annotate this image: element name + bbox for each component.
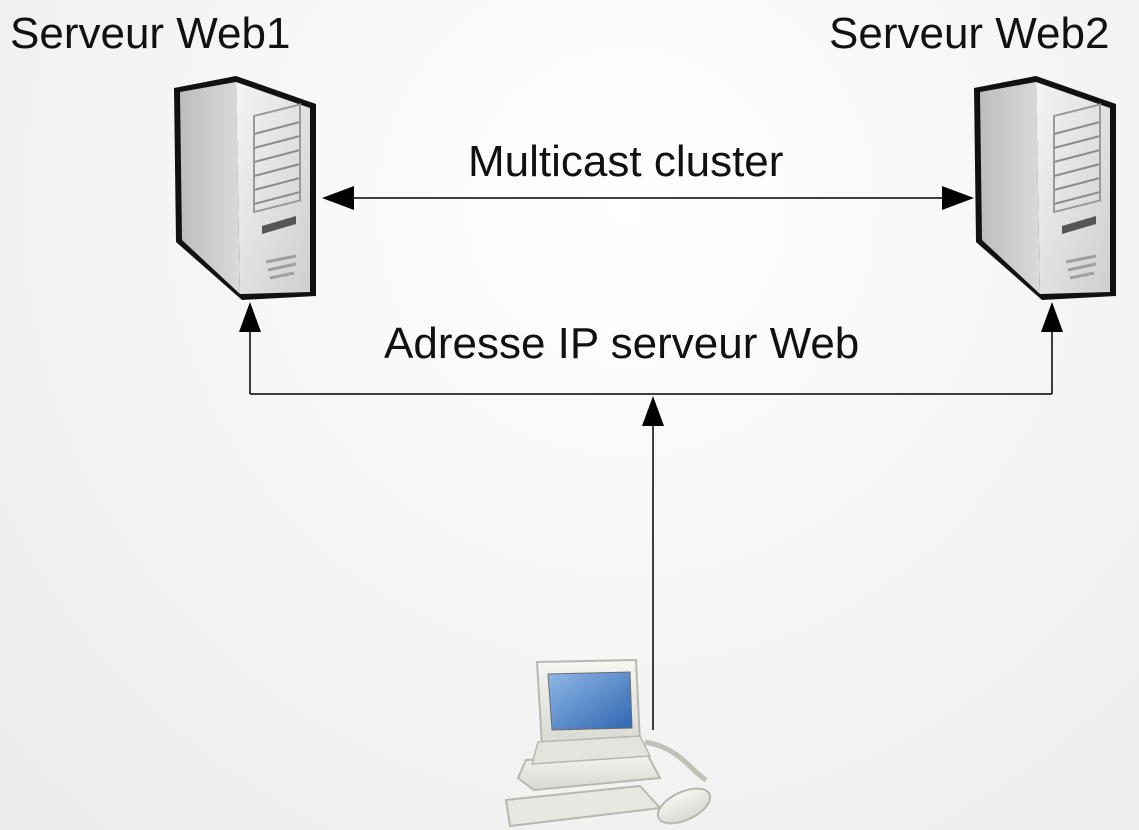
cluster-edge xyxy=(322,186,974,210)
arrowhead-server2 xyxy=(1041,302,1063,332)
client-edge-label: Adresse IP serveur Web xyxy=(384,319,860,368)
arrowhead-server1 xyxy=(239,302,261,332)
client-edge xyxy=(249,330,1053,730)
arrowhead-right xyxy=(942,186,974,210)
server2-label: Serveur Web2 xyxy=(829,9,1110,58)
arrowhead-client-up xyxy=(642,396,664,426)
server1-label: Serveur Web1 xyxy=(10,9,291,58)
arrowhead-left xyxy=(322,186,354,210)
server2-icon xyxy=(974,76,1116,300)
server1-icon xyxy=(174,76,316,300)
client-computer-icon xyxy=(504,658,712,828)
cluster-edge-label: Multicast cluster xyxy=(468,137,784,186)
